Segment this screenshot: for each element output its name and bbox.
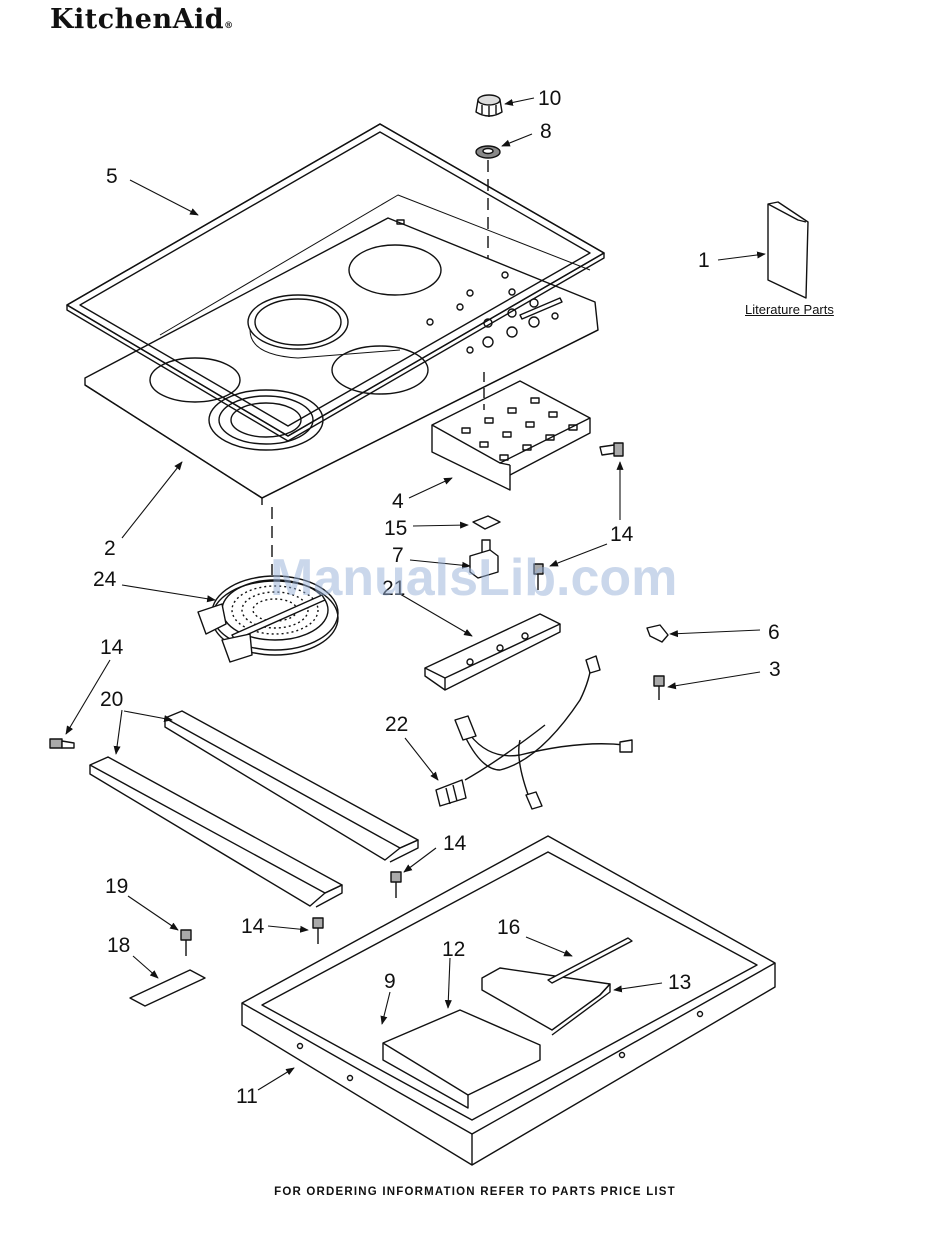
literature-parts-link[interactable]: Literature Parts: [745, 302, 834, 317]
callout-9: 9: [384, 971, 396, 992]
callout-14-c: 14: [443, 833, 466, 854]
callout-14-a: 14: [610, 524, 633, 545]
callout-8: 8: [540, 121, 552, 142]
callout-22: 22: [385, 714, 408, 735]
callout-10: 10: [538, 88, 561, 109]
callout-13: 13: [668, 972, 691, 993]
callout-16: 16: [497, 917, 520, 938]
screw-14-top-right: [600, 443, 623, 456]
callout-5: 5: [106, 166, 118, 187]
callout-24: 24: [93, 569, 116, 590]
callout-2: 2: [104, 538, 116, 559]
part-small-plate: [473, 516, 500, 529]
part-mounting-bracket: [425, 614, 560, 690]
callout-15: 15: [384, 518, 407, 539]
screw-14-pan-b: [313, 918, 323, 944]
callout-18: 18: [107, 935, 130, 956]
part-washer: [476, 146, 500, 158]
part-literature-booklet: [768, 202, 808, 298]
callout-14-d: 14: [241, 916, 264, 937]
footer-note: FOR ORDERING INFORMATION REFER TO PARTS …: [0, 1186, 950, 1198]
screw-19: [181, 930, 191, 956]
watermark: ManualsLib.com: [270, 548, 677, 608]
callout-4: 4: [392, 491, 404, 512]
screw-14-left: [50, 739, 74, 748]
callout-11: 11: [236, 1086, 258, 1107]
part-small-bracket: [130, 970, 205, 1006]
callout-20: 20: [100, 689, 123, 710]
callout-1: 1: [698, 250, 710, 271]
part-side-rail-upper: [165, 711, 418, 862]
callout-12: 12: [442, 939, 465, 960]
part-knob: [476, 95, 502, 117]
part-clip: [647, 625, 668, 642]
callout-3: 3: [769, 659, 781, 680]
callout-6: 6: [768, 622, 780, 643]
callout-19: 19: [105, 876, 128, 897]
callout-14-b: 14: [100, 637, 123, 658]
screw-14-pan-a: [391, 872, 401, 898]
screw-3: [654, 676, 664, 700]
